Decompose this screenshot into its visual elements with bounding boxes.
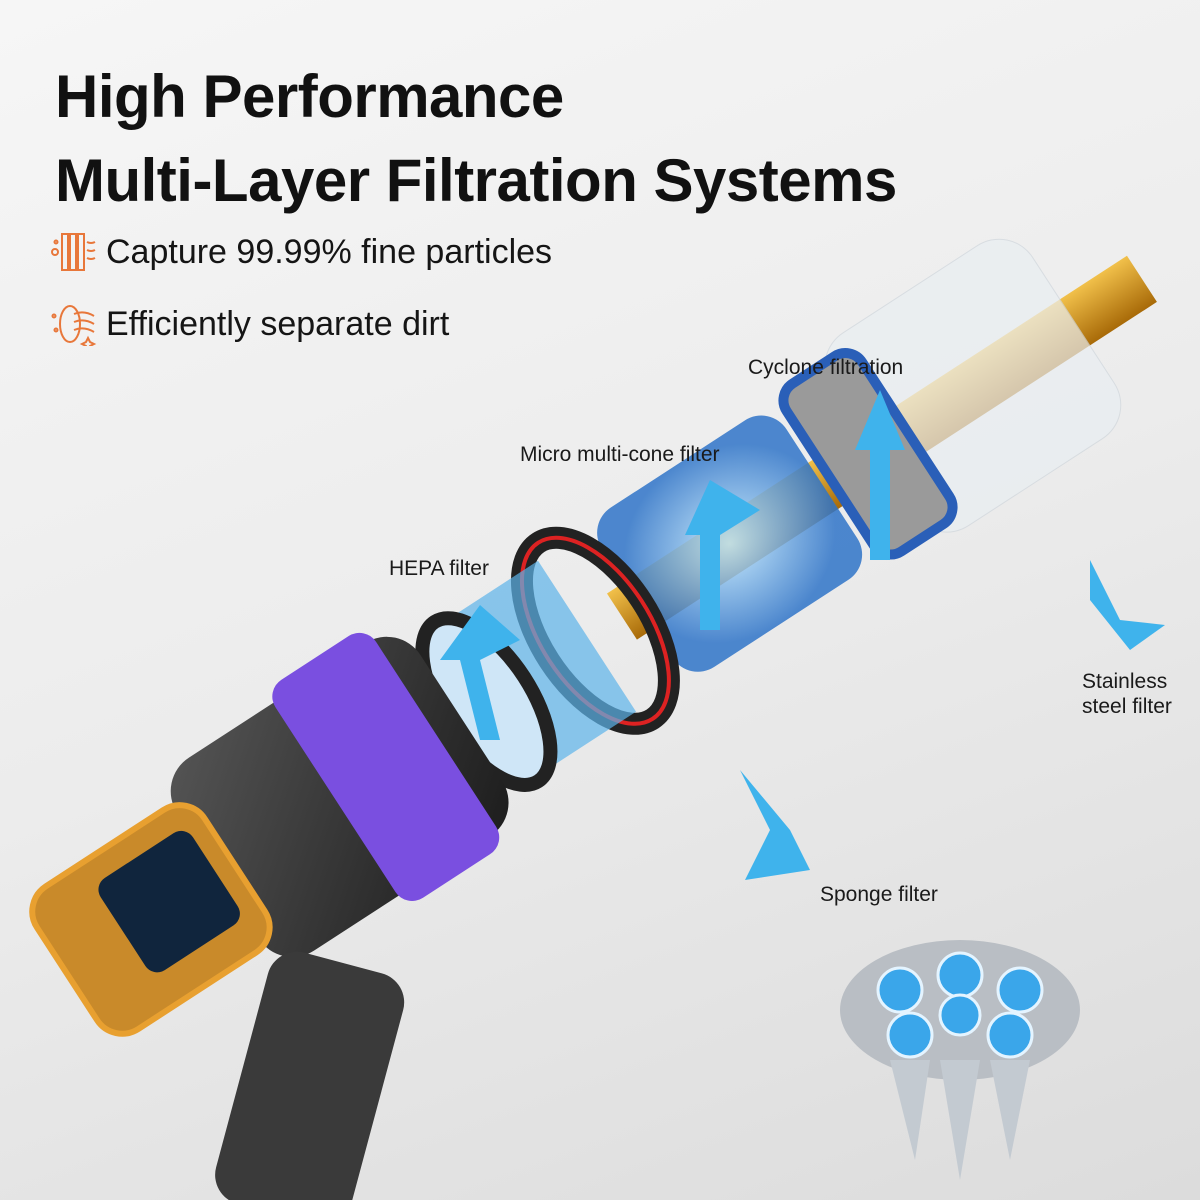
feature-item: Efficiently separate dirt xyxy=(48,302,449,346)
callout-cyclone-filtration: Cyclone filtration xyxy=(748,356,904,379)
filter-layers-icon xyxy=(51,233,96,271)
feature-text: Capture 99.99% fine particles xyxy=(106,232,553,271)
callout-sponge-filter: Sponge filter xyxy=(820,883,938,906)
cyclone-airflow-icon xyxy=(51,305,97,346)
callout-hepa-filter: HEPA filter xyxy=(389,557,489,580)
callout-micro-multi-cone-filter: Micro multi-cone filter xyxy=(520,443,720,466)
callout-line: steel filter xyxy=(1082,695,1172,718)
headline-line-2: Multi-Layer Filtration Systems xyxy=(55,147,897,214)
feature-item: Capture 99.99% fine particles xyxy=(48,230,552,274)
callout-line: Stainless xyxy=(1082,670,1168,693)
headline: High Performance Multi-Layer Filtration … xyxy=(55,55,897,223)
callout-stainless-steel-filter: Stainless steel filter xyxy=(1082,669,1172,719)
feature-text: Efficiently separate dirt xyxy=(106,304,450,343)
headline-line-1: High Performance xyxy=(55,63,564,130)
multi-cone-inset xyxy=(840,940,1080,1180)
